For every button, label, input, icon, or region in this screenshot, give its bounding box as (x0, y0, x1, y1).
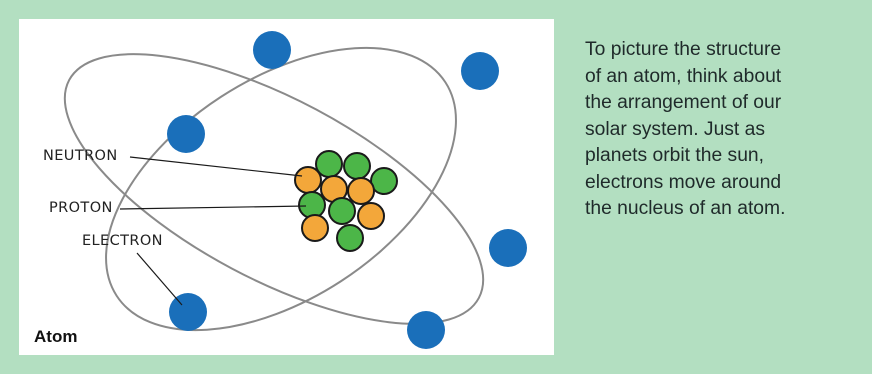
figure-caption: Atom (34, 327, 78, 346)
proton-particle (298, 191, 326, 219)
proton-particle (343, 152, 371, 180)
electron-particle (489, 229, 527, 267)
atom-diagram (63, 31, 527, 349)
proton-label: PROTON (49, 200, 113, 216)
orbit-ring (63, 53, 485, 325)
electron-leader-line (136, 252, 183, 306)
electron-particle (407, 311, 445, 349)
neutron-leader-line (129, 156, 303, 177)
atom-figure-panel: NEUTRON PROTON ELECTRON Atom (19, 19, 554, 355)
neutron-particle (301, 214, 329, 242)
electron-particle (253, 31, 291, 69)
neutron-particle (357, 202, 385, 230)
nucleus (294, 150, 398, 252)
description-line: of an atom, think about (585, 65, 782, 87)
description-line: electrons move around (585, 171, 782, 193)
proton-particle (328, 197, 356, 225)
proton-particle (370, 167, 398, 195)
electron-label: ELECTRON (82, 233, 163, 249)
description-line: To picture the structure (585, 39, 782, 60)
description-line: the arrangement of our (585, 92, 782, 113)
neutron-particle (294, 166, 322, 194)
electron-particle (167, 115, 205, 153)
electron-particle (169, 293, 207, 331)
neutron-particle (347, 177, 375, 205)
electron-particle (461, 52, 499, 90)
description-line: the nucleus of an atom. (585, 198, 786, 219)
neutron-label: NEUTRON (43, 148, 118, 164)
proton-particle (336, 224, 364, 252)
orbit-ring (105, 46, 457, 332)
description-text: To picture the structure of an atom, thi… (585, 37, 860, 223)
description-line: planets orbit the sun, (585, 145, 765, 166)
electrons (167, 31, 527, 349)
proton-leader-line (119, 205, 307, 210)
description-line: solar system. Just as (585, 118, 766, 140)
